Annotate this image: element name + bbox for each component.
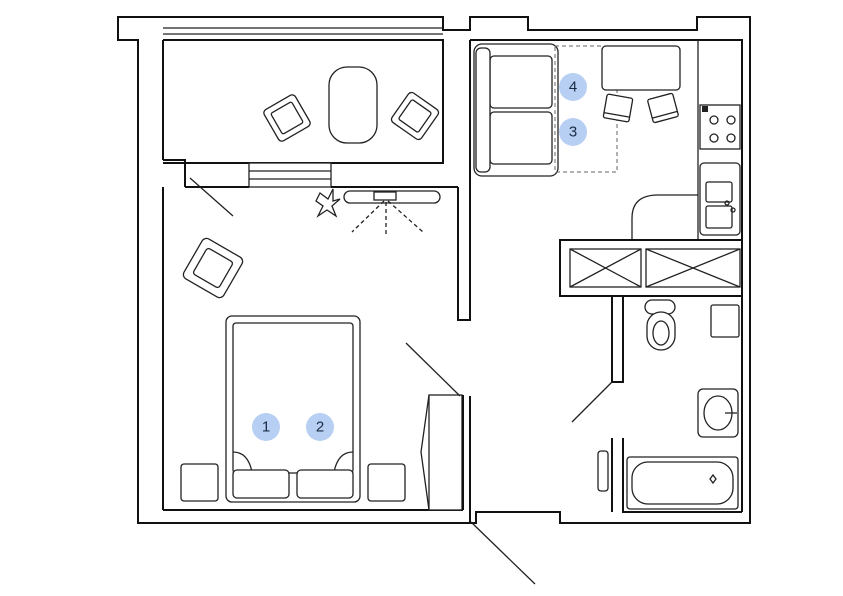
marker-1: 1 [252,413,280,441]
nightstand-left [180,463,219,502]
balcony [163,27,444,188]
closet-block [559,239,743,297]
nightstand-right [367,463,406,502]
balcony-armchair-right [390,91,440,141]
light-switch-icon [315,188,341,218]
wardrobe [420,394,463,511]
main-room [180,40,536,585]
marker-2-label: 2 [316,419,324,436]
marker-4: 4 [559,73,587,101]
marker-3-label: 3 [569,124,577,141]
balcony-armchair-left [263,94,311,142]
marker-2: 2 [306,413,334,441]
marker-4-label: 4 [569,79,577,96]
dining-table [601,45,681,91]
toilet [644,299,676,351]
marker-1-label: 1 [262,419,270,436]
kitchen-sofa [473,43,559,177]
dining-chair-left [602,93,634,123]
bathroom [571,296,743,513]
shower-fixture [597,450,609,492]
air-conditioner [343,190,441,234]
kitchen-sink [699,162,741,236]
double-bed [225,315,361,503]
stove [699,104,741,150]
bedroom-armchair [182,237,244,299]
bathtub [626,456,739,510]
marker-3: 3 [559,118,587,146]
outer-walls [117,16,751,524]
dining-chair-right [647,92,679,124]
washbasin [697,388,739,438]
bathroom-cabinet [710,304,740,338]
balcony-table [328,66,378,144]
kitchen [470,39,743,241]
